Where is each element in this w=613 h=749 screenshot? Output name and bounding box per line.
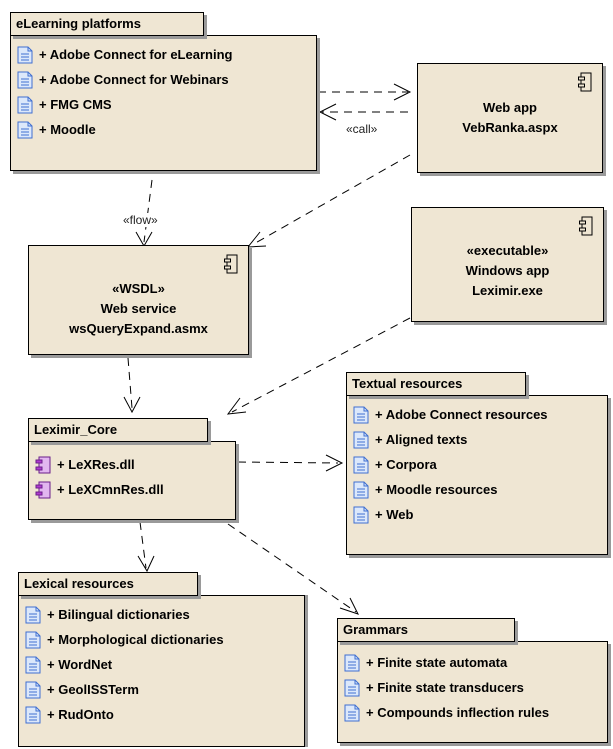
list-item: + GeolISSTerm <box>25 677 304 702</box>
list-item: + Adobe Connect for Webinars <box>17 67 316 92</box>
list-item: + Bilingual dictionaries <box>25 602 304 627</box>
component-icon <box>224 254 238 274</box>
list-item: + LeXRes.dll <box>35 452 235 477</box>
flow-label: «flow» <box>122 213 159 227</box>
arrowhead <box>123 396 141 414</box>
document-icon <box>353 406 369 423</box>
list-item: + Web <box>353 502 607 527</box>
document-icon <box>353 431 369 448</box>
list-item: + Finite state transducers <box>344 675 607 700</box>
list-item: + Moodle <box>17 117 316 142</box>
textual-resources-package-tab[interactable]: Textual resources <box>346 372 526 396</box>
document-icon <box>353 506 369 523</box>
list-item: + RudOnto <box>25 702 304 727</box>
lexical-resources-package-tab[interactable]: Lexical resources <box>18 572 198 596</box>
web-service-name: Web service <box>100 301 177 316</box>
arrowhead <box>339 597 359 615</box>
connector-core-lexical <box>139 521 147 569</box>
document-icon <box>25 631 41 648</box>
list-item: + Moodle resources <box>353 477 607 502</box>
document-icon <box>353 456 369 473</box>
component-icon <box>579 216 593 236</box>
arrowhead <box>393 83 412 101</box>
leximir-core-package-tab[interactable]: Leximir_Core <box>28 418 208 442</box>
elearning-package-tab[interactable]: eLearning platforms <box>10 12 204 36</box>
elearning-package-title: eLearning platforms <box>16 16 141 31</box>
connector-core-grammars <box>227 523 357 613</box>
web-service-component[interactable]: «WSDL» Web service wsQueryExpand.asmx <box>28 245 249 355</box>
lexical-resources-package[interactable]: + Bilingual dictionaries + Morphological… <box>18 595 305 747</box>
connector-webapp-webservice <box>251 154 411 246</box>
list-item: + Corpora <box>353 452 607 477</box>
list-item: + Aligned texts <box>353 427 607 452</box>
web-service-file: wsQueryExpand.asmx <box>69 321 208 336</box>
textual-resources-package-title: Textual resources <box>352 376 463 391</box>
list-item: + Morphological dictionaries <box>25 627 304 652</box>
document-icon <box>25 656 41 673</box>
document-icon <box>344 704 360 721</box>
connector-elearning-webservice <box>143 179 153 243</box>
list-item: + FMG CMS <box>17 92 316 117</box>
leximir-core-package[interactable]: + LeXRes.dll + LeXCmnRes.dll <box>28 441 236 520</box>
document-icon <box>25 606 41 623</box>
list-item: + WordNet <box>25 652 304 677</box>
connector-webservice-core <box>127 357 133 409</box>
connector-core-textual <box>237 461 339 464</box>
call-label: «call» <box>345 122 379 136</box>
component-icon <box>578 72 592 92</box>
grammars-package[interactable]: + Finite state automata + Finite state t… <box>337 641 608 743</box>
list-item: + Compounds inflection rules <box>344 700 607 725</box>
list-item: + Adobe Connect resources <box>353 402 607 427</box>
arrowhead <box>325 454 344 472</box>
grammars-package-tab[interactable]: Grammars <box>337 618 515 642</box>
document-icon <box>17 121 33 138</box>
document-icon <box>17 46 33 63</box>
lexical-resources-package-title: Lexical resources <box>24 576 134 591</box>
leximir-core-package-title: Leximir_Core <box>34 422 118 437</box>
document-icon <box>17 96 33 113</box>
connector-windowsapp-core <box>231 317 411 413</box>
document-icon <box>25 681 41 698</box>
windows-app-component[interactable]: «executable» Windows app Leximir.exe <box>411 207 604 322</box>
web-app-name: Web app <box>483 100 537 115</box>
textual-resources-package[interactable]: + Adobe Connect resources + Aligned text… <box>346 395 608 555</box>
dll-icon <box>35 481 51 498</box>
document-icon <box>17 71 33 88</box>
document-icon <box>344 679 360 696</box>
windows-app-name: Windows app <box>465 262 550 278</box>
list-item: + LeXCmnRes.dll <box>35 477 235 502</box>
arrowhead <box>226 397 247 415</box>
arrowhead <box>246 231 267 248</box>
arrowhead <box>318 103 337 121</box>
arrowhead <box>137 555 155 573</box>
grammars-package-title: Grammars <box>343 622 409 637</box>
windows-app-stereotype: «executable» <box>466 242 549 258</box>
document-icon <box>25 706 41 723</box>
dll-icon <box>35 456 51 473</box>
web-service-stereotype: «WSDL» <box>112 281 165 296</box>
web-app-file: VebRanka.aspx <box>462 120 558 135</box>
document-icon <box>353 481 369 498</box>
elearning-package[interactable]: + Adobe Connect for eLearning + Adobe Co… <box>10 35 317 171</box>
document-icon <box>344 654 360 671</box>
windows-app-file: Leximir.exe <box>472 282 543 298</box>
list-item: + Finite state automata <box>344 650 607 675</box>
web-app-component[interactable]: Web app VebRanka.aspx <box>417 63 603 173</box>
list-item: + Adobe Connect for eLearning <box>17 42 316 67</box>
